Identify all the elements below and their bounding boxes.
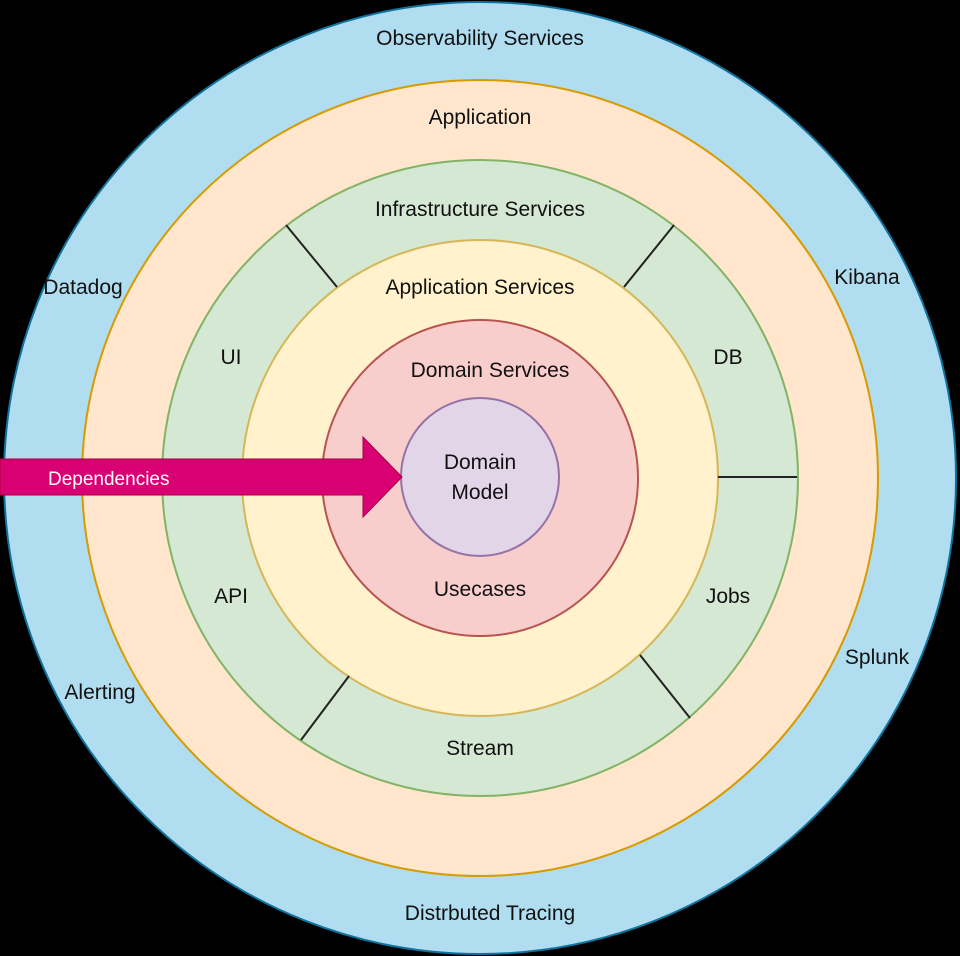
kibana-label: Kibana — [834, 266, 900, 289]
infrastructure-title: Infrastructure Services — [375, 198, 585, 221]
segment-divider-ui-top — [285, 224, 338, 288]
segment-divider-top-db — [623, 224, 675, 288]
dependencies-label: Dependencies — [48, 469, 169, 490]
jobs-label: Jobs — [706, 585, 750, 608]
domain-services-title: Domain Services — [411, 359, 570, 382]
splunk-label: Splunk — [845, 646, 910, 669]
distributed-tracing-label: Distrbuted Tracing — [405, 902, 575, 925]
datadog-label: Datadog — [43, 276, 122, 299]
stream-label: Stream — [446, 737, 514, 760]
application-title: Application — [429, 106, 532, 129]
application-services-title: Application Services — [385, 276, 574, 299]
usecases-label: Usecases — [434, 578, 526, 601]
segment-divider-jobs-stream — [639, 654, 691, 719]
domain-model-core — [400, 397, 560, 557]
domain-model-line1: Domain — [444, 451, 516, 474]
dependencies-arrow — [0, 435, 403, 519]
db-label: DB — [713, 346, 742, 369]
observability-title: Observability Services — [376, 27, 584, 50]
domain-model-line2: Model — [451, 481, 508, 504]
alerting-label: Alerting — [64, 681, 135, 704]
api-label: API — [214, 585, 248, 608]
segment-divider-api-stream — [300, 675, 350, 741]
ui-label: UI — [221, 346, 242, 369]
